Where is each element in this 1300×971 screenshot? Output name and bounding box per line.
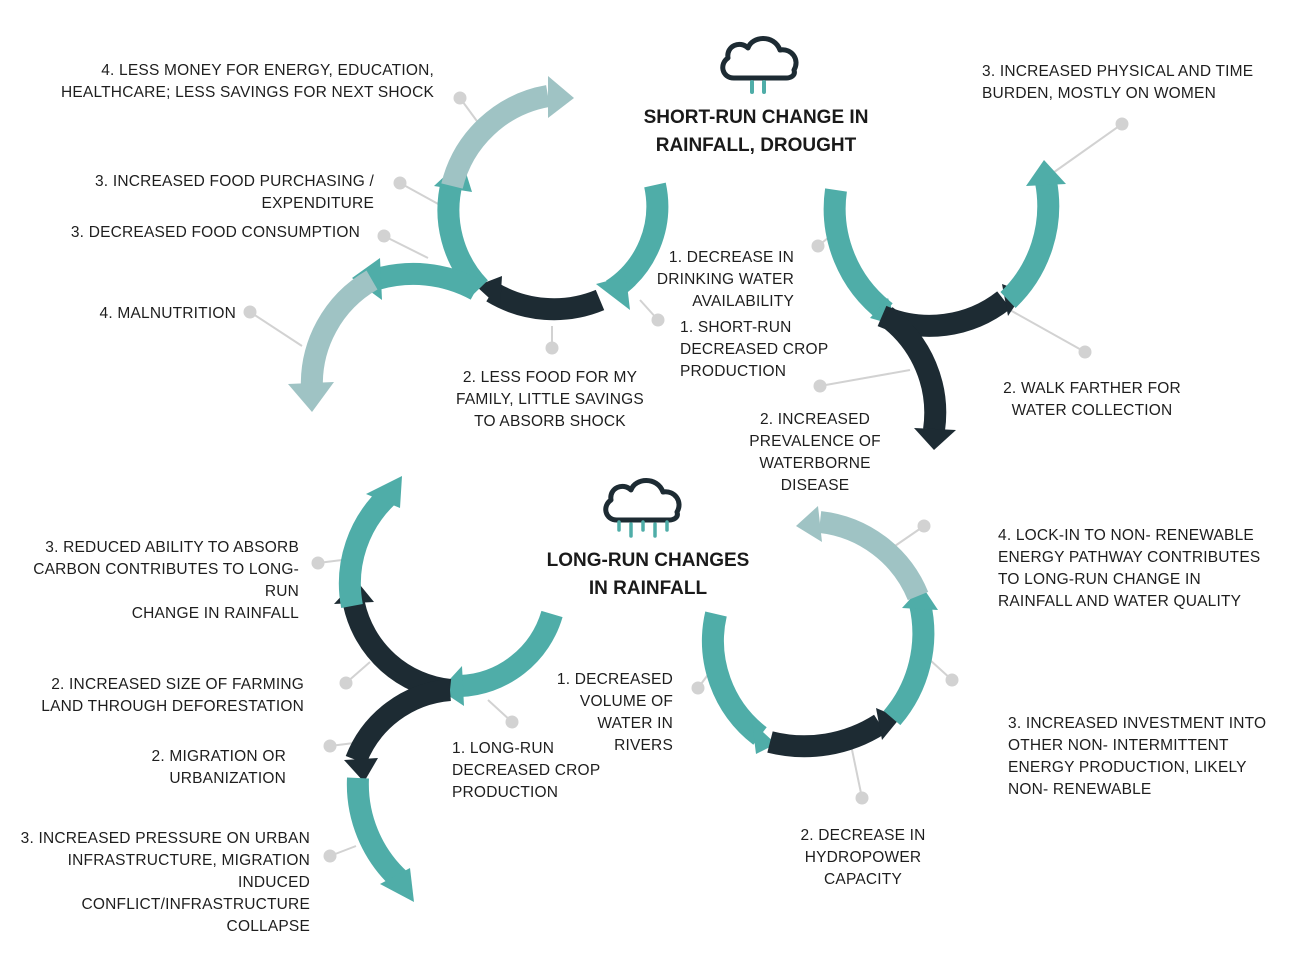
connector-line (849, 739, 863, 799)
connector-dot (691, 681, 705, 695)
label-investment: 3. INCREASED INVESTMENT INTO OTHER NON- … (1008, 715, 1267, 798)
arrow-bl-4 (344, 679, 452, 782)
label-volume-water: 1. DECREASED VOLUME OF WATER IN RIVERS (556, 671, 673, 754)
connector-dot (323, 849, 337, 863)
label-physical-burden: 3. INCREASED PHYSICAL AND TIME BURDEN, M… (982, 63, 1254, 102)
label-urban-pressure: 3. INCREASED PRESSURE ON URBAN INFRASTRU… (20, 830, 310, 935)
connector-lines (243, 91, 1129, 863)
label-hydropower: 2. DECREASE IN HYDROPOWER CAPACITY (800, 827, 926, 888)
arrow-tl-4 (441, 76, 574, 189)
label-food-consumption: 3. DECREASED FOOD CONSUMPTION (70, 224, 360, 241)
label-less-money: 4. LESS MONEY FOR ENERGY, EDUCATION, HEA… (61, 62, 434, 101)
connector-dot (323, 739, 337, 753)
connector-dot (243, 305, 257, 319)
bottom-title: LONG-RUN CHANGES IN RAINFALL (546, 550, 750, 599)
label-less-food: 2. LESS FOOD FOR MY FAMILY, LITTLE SAVIN… (456, 369, 644, 430)
arrow-tl-6 (288, 270, 378, 412)
rain-cloud-icon (720, 36, 799, 94)
arrow-br-3 (883, 586, 938, 726)
connector-dot (855, 791, 869, 805)
connector-line (383, 235, 429, 259)
arrow-br-2 (767, 708, 900, 758)
label-absorb-carbon: 3. REDUCED ABILITY TO ABSORB CARBON CONT… (33, 539, 299, 622)
connector-dot (545, 341, 559, 355)
label-farming-land: 2. INCREASED SIZE OF FARMING LAND THROUG… (41, 676, 304, 715)
arrow-tl-1 (596, 182, 669, 310)
connector-line (1049, 123, 1123, 176)
connector-dot (813, 379, 827, 393)
top-title: SHORT-RUN CHANGE IN RAINFALL, DROUGHT (643, 107, 869, 156)
arrow-bl-3 (338, 476, 402, 609)
label-crop-short: 1. SHORT-RUN DECREASED CROP PRODUCTION (680, 319, 829, 380)
connector-dot (505, 715, 519, 729)
connector-dot (811, 239, 825, 253)
label-crop-long: 1. LONG-RUN DECREASED CROP PRODUCTION (452, 740, 601, 801)
label-malnutrition: 4. MALNUTRITION (99, 305, 236, 322)
connector-line (1009, 309, 1086, 353)
label-drinking-water: 1. DECREASE IN DRINKING WATER AVAILABILI… (656, 249, 794, 310)
connector-line (399, 182, 441, 206)
arrow-br-4 (796, 506, 929, 601)
arrow-tl-2 (476, 276, 605, 321)
connector-line (819, 369, 911, 387)
connector-dot (453, 91, 467, 105)
connector-dot (651, 313, 665, 327)
label-lock-in: 4. LOCK-IN TO NON- RENEWABLE ENERGY PATH… (998, 527, 1261, 610)
label-waterborne: 2. INCREASED PREVALENCE OF WATERBORNE DI… (749, 411, 881, 494)
connector-dot (339, 676, 353, 690)
connector-dot (1078, 345, 1092, 359)
arrow-layer (288, 76, 1066, 902)
arrow-bl-5 (346, 777, 414, 902)
connector-dot (311, 556, 325, 570)
connector-dot (377, 229, 391, 243)
rain-cloud-icon (603, 478, 682, 538)
label-walk-farther: 2. WALK FARTHER FOR WATER COLLECTION (1003, 380, 1181, 419)
arrow-bl-1 (440, 610, 563, 706)
label-migration: 2. MIGRATION OR URBANIZATION (151, 748, 286, 787)
arrow-tr-1 (823, 188, 898, 326)
connector-dot (945, 673, 959, 687)
arrow-tr-4 (879, 307, 956, 450)
connector-dot (917, 519, 931, 533)
arrow-tr-3 (1000, 160, 1066, 308)
arrow-br-1 (701, 611, 776, 754)
connector-dot (1115, 117, 1129, 131)
connector-line (249, 311, 303, 347)
label-food-purchasing: 3. INCREASED FOOD PURCHASING / EXPENDITU… (94, 173, 374, 212)
connector-dot (393, 176, 407, 190)
